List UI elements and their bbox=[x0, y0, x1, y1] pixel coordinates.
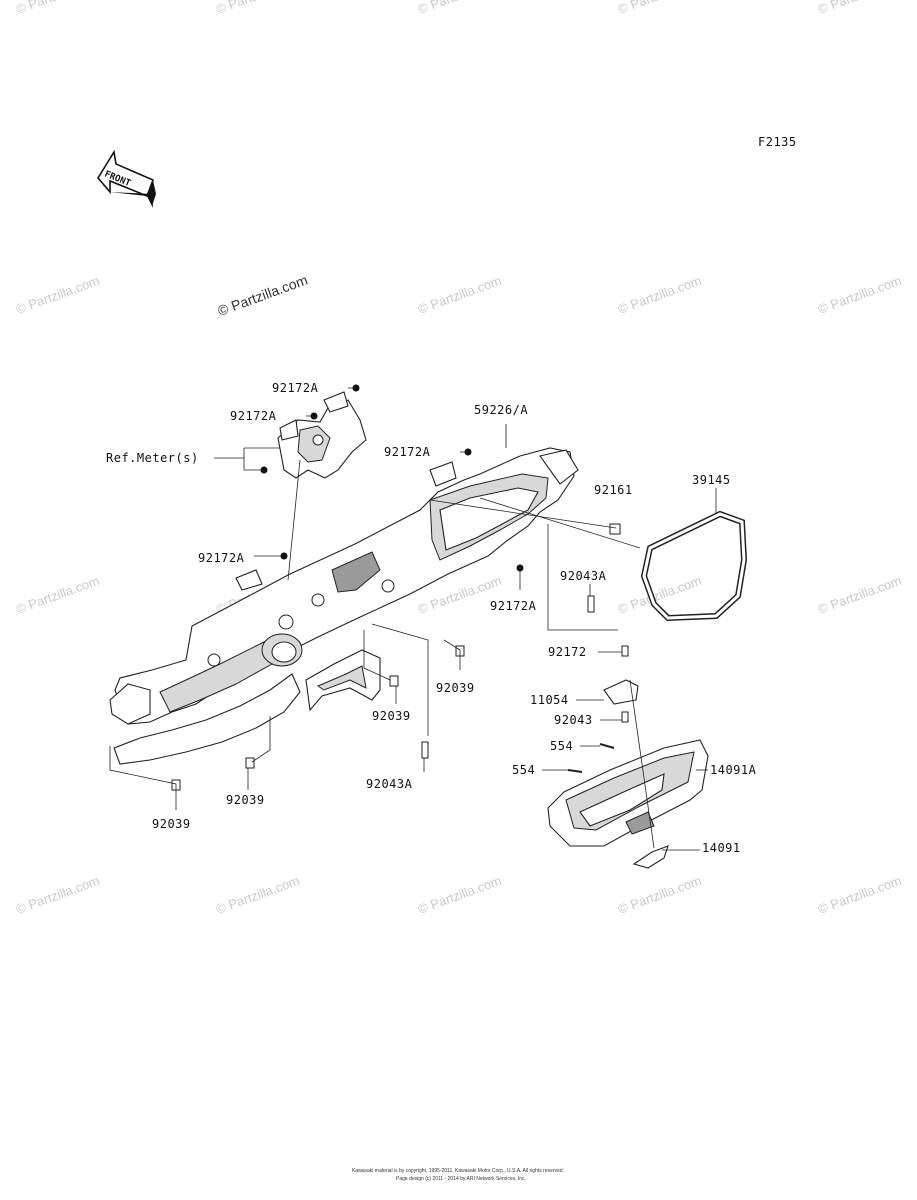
leader-lines bbox=[109, 387, 717, 851]
watermark: © Partzilla.com bbox=[14, 273, 101, 317]
label-92039: 92039 bbox=[372, 709, 411, 723]
watermark: © Partzilla.com bbox=[14, 0, 101, 17]
footer-design: Page design (c) 2011 - 2014 by ARI Netwo… bbox=[396, 1176, 526, 1182]
dashboard-panel bbox=[109, 447, 579, 725]
watermark: © Partzilla.com bbox=[416, 273, 503, 317]
watermark: © Partzilla.com bbox=[616, 873, 703, 917]
watermark: © Partzilla.com bbox=[416, 873, 503, 917]
watermark: © Partzilla.com bbox=[616, 0, 703, 17]
watermark: © Partzilla.com bbox=[214, 0, 301, 17]
label-59226A: 59226/A bbox=[474, 403, 528, 417]
label-14091A: 14091A bbox=[710, 763, 757, 777]
label-92172A: 92172A bbox=[230, 409, 277, 423]
meter-bracket bbox=[277, 391, 367, 479]
label-92043: 92043 bbox=[554, 713, 593, 727]
watermark: © Partzilla.com bbox=[816, 873, 903, 917]
label-92172A: 92172A bbox=[490, 599, 537, 613]
latch bbox=[632, 845, 669, 869]
label-92039: 92039 bbox=[152, 817, 191, 831]
label-92172: 92172 bbox=[548, 645, 587, 659]
watermark: © Partzilla.com bbox=[214, 873, 301, 917]
watermark-main: © Partzilla.com bbox=[216, 272, 310, 319]
part-labels: 92172A 92172A Ref.Meter(s) 92172A 59226/… bbox=[106, 381, 757, 855]
glovebox-lid bbox=[547, 739, 709, 847]
label-39145: 39145 bbox=[692, 473, 731, 487]
label-92172A: 92172A bbox=[198, 551, 245, 565]
label-92043A: 92043A bbox=[366, 777, 413, 791]
label-554: 554 bbox=[512, 763, 535, 777]
watermark: © Partzilla.com bbox=[416, 0, 503, 17]
watermark: © Partzilla.com bbox=[616, 273, 703, 317]
watermark: © Partzilla.com bbox=[816, 0, 903, 17]
hardware bbox=[171, 384, 629, 791]
lower-cover bbox=[113, 649, 381, 765]
label-92172A: 92172A bbox=[384, 445, 431, 459]
label-92039: 92039 bbox=[436, 681, 475, 695]
watermark: © Partzilla.com bbox=[14, 873, 101, 917]
watermark: © Partzilla.com bbox=[816, 273, 903, 317]
footer-copyright: Kawasaki material is by copyright, 1995-… bbox=[352, 1168, 564, 1174]
watermark: © Partzilla.com bbox=[14, 573, 101, 617]
hinge-bracket bbox=[603, 679, 639, 705]
label-554: 554 bbox=[550, 739, 573, 753]
seal-ring bbox=[640, 510, 748, 622]
label-11054: 11054 bbox=[530, 693, 569, 707]
label-14091: 14091 bbox=[702, 841, 741, 855]
label-92039: 92039 bbox=[226, 793, 265, 807]
label-92161: 92161 bbox=[594, 483, 633, 497]
watermark: © Partzilla.com bbox=[816, 573, 903, 617]
front-arrow-icon: FRONT bbox=[97, 149, 156, 208]
figure-code: F2135 bbox=[758, 135, 797, 149]
label-92043A: 92043A bbox=[560, 569, 607, 583]
label-92172A: 92172A bbox=[272, 381, 319, 395]
ref-meter-label: Ref.Meter(s) bbox=[106, 451, 199, 465]
